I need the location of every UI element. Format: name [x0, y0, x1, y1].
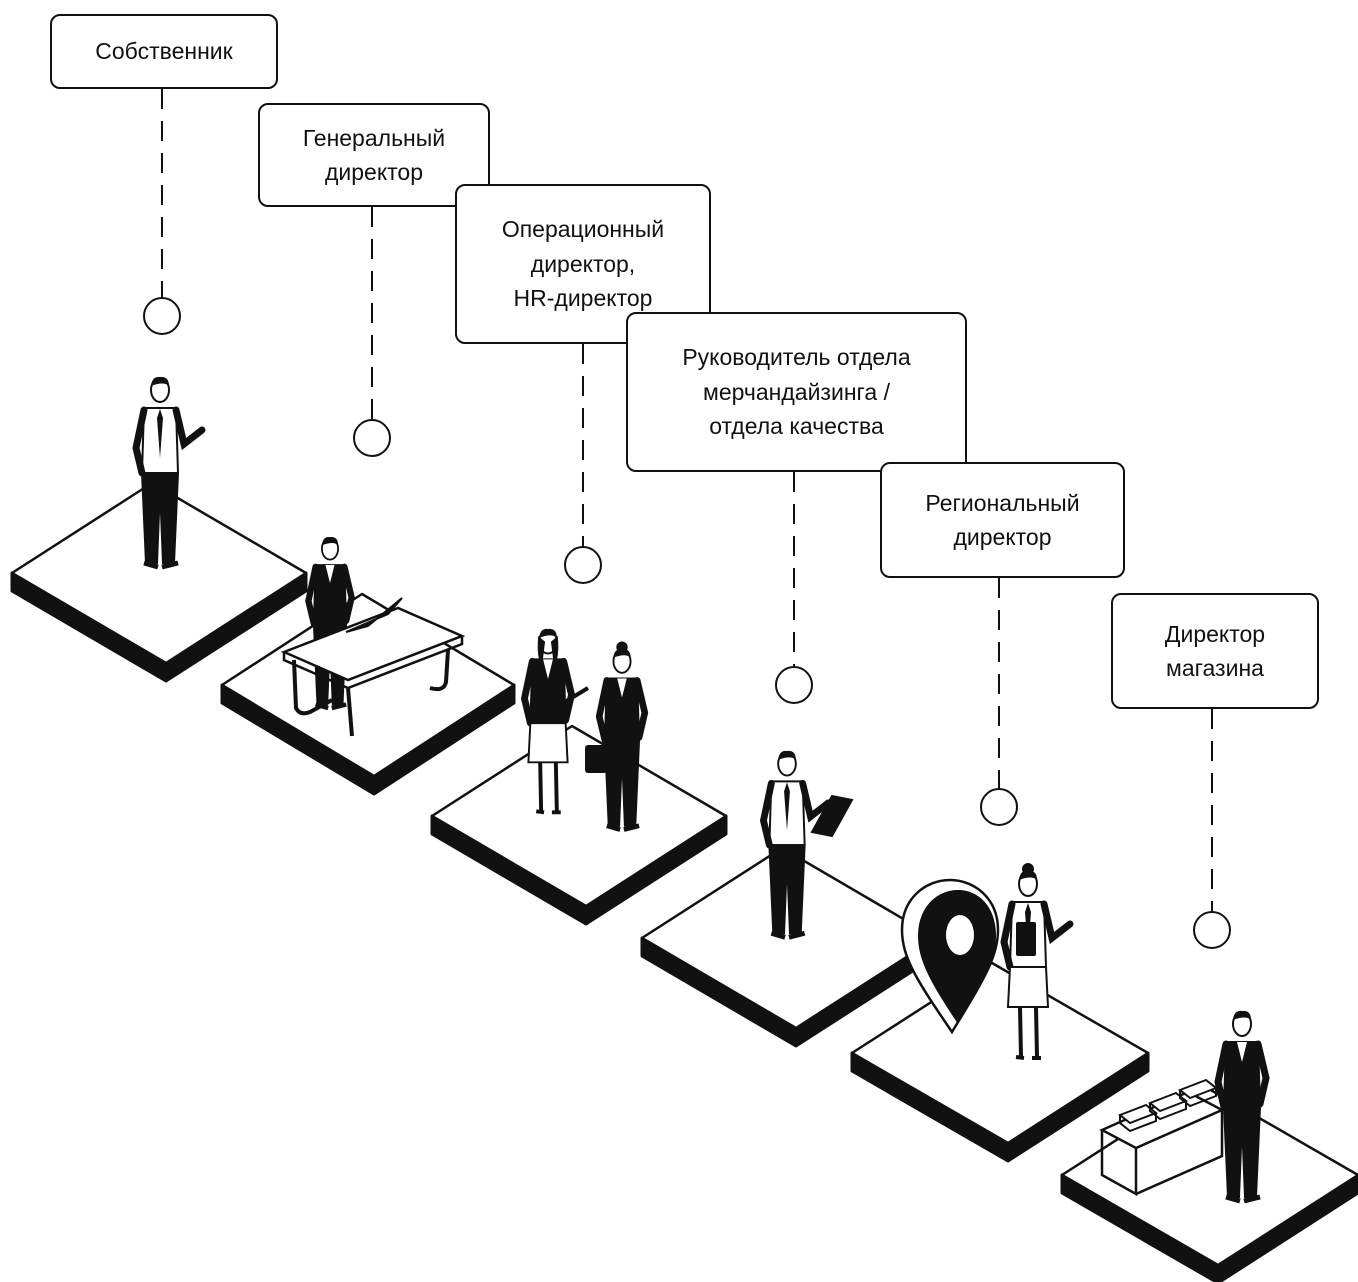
role-box-store-director: Директор магазина: [1111, 593, 1319, 709]
connector-regional: [980, 578, 1018, 826]
connector-node-circle: [980, 788, 1018, 826]
man-at-desk-with-laptop-icon: [280, 537, 466, 737]
connector-node-circle: [143, 297, 181, 335]
connector-operations-hr: [564, 344, 602, 584]
role-label-line: HR-директор: [513, 285, 653, 312]
role-box-general-director: Генеральный директор: [258, 103, 490, 207]
role-label-line: Генеральный: [302, 124, 446, 151]
connector-store-director: [1193, 709, 1231, 949]
connector-merch-quality: [775, 472, 813, 704]
role-box-owner: Собственник: [50, 14, 278, 89]
standing-man-gesturing-icon: [132, 376, 206, 570]
platforms-layer: [10, 481, 1358, 1282]
woman-with-location-pin-icon: [900, 863, 1074, 1060]
role-label-line: директор: [953, 524, 1052, 550]
connector-node-circle: [775, 666, 813, 704]
figures-layer: [132, 376, 1270, 1204]
role-label-line: магазина: [1166, 655, 1264, 681]
connector-node-circle: [564, 546, 602, 584]
role-label-line: директор,: [530, 250, 636, 277]
role-label-line: директор: [324, 159, 424, 185]
role-label-line: Операционный: [501, 216, 665, 243]
role-label-line: отдела качества: [709, 413, 884, 440]
connector-node-circle: [353, 419, 391, 457]
role-label-line: мерчандайзинга /: [703, 378, 890, 405]
connector-owner: [143, 89, 181, 335]
platform-operations-hr: [430, 724, 728, 926]
role-box-regional: Региональный директор: [880, 462, 1125, 578]
role-box-operations-hr: Операционный директор, HR-директор: [455, 184, 711, 344]
man-at-store-counter-icon: [1099, 1010, 1270, 1204]
connectors-layer: [143, 89, 1231, 949]
role-box-merch-quality: Руководитель отдела мерчандайзинга / отд…: [626, 312, 967, 472]
man-on-phone-with-tablet-icon: [759, 750, 854, 940]
connector-general-director: [353, 207, 391, 457]
role-label-line: Собственник: [95, 38, 233, 65]
two-women-meeting-icon: [520, 628, 649, 832]
role-label-line: Директор: [1164, 620, 1266, 647]
role-label-line: Региональный: [925, 489, 1080, 516]
platform-owner: [10, 481, 308, 683]
connector-node-circle: [1193, 911, 1231, 949]
platform-regional: [850, 961, 1150, 1163]
role-label-line: Руководитель отдела: [682, 344, 911, 371]
